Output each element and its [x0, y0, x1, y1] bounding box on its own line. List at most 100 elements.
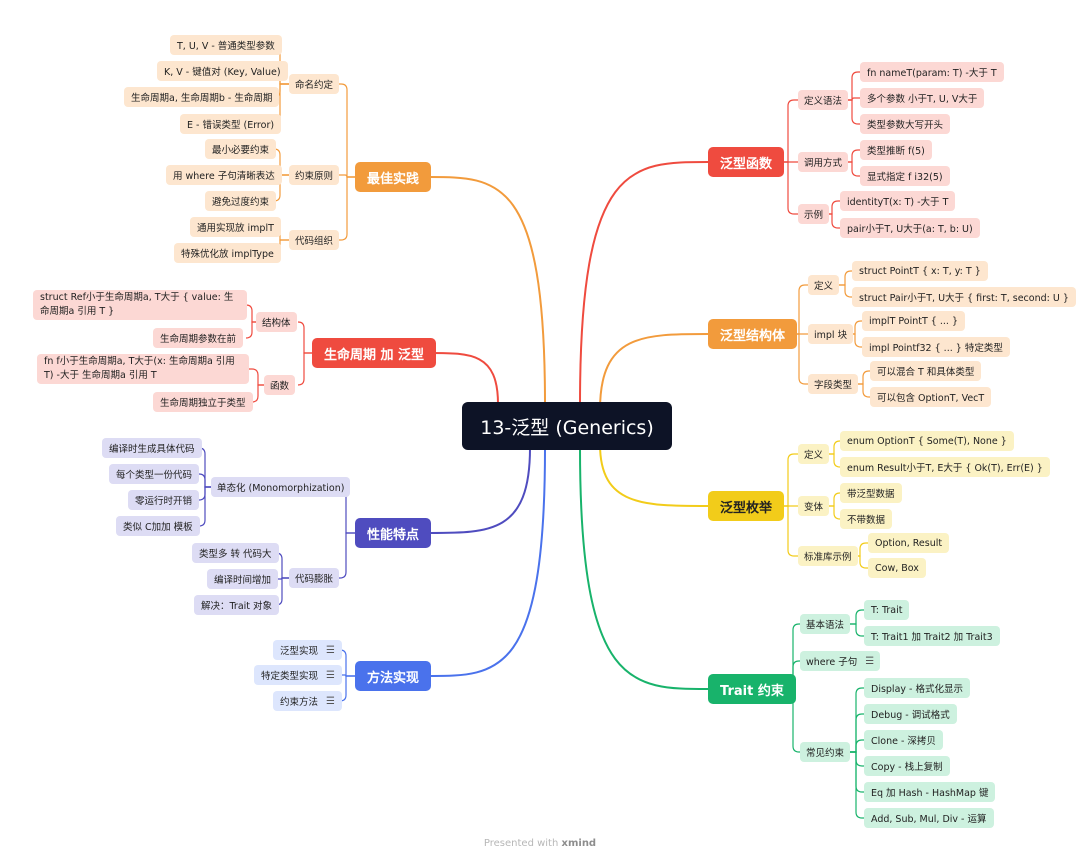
- branch-connector: [828, 453, 841, 468]
- subtopic-lifetime-function[interactable]: 函数: [264, 375, 296, 395]
- notes-icon[interactable]: ☰: [326, 695, 335, 707]
- leaf-specialized-impl[interactable]: 特殊优化放 implType: [174, 243, 281, 263]
- leaf-eq-hash[interactable]: Eq 加 Hash - HashMap 键: [864, 782, 996, 802]
- leaf-where-clarity[interactable]: 用 where 子句清晰表达: [166, 165, 282, 185]
- root-connector: [579, 447, 709, 690]
- leaf-struct-ref[interactable]: struct Ref小于生命周期a, T大于 { value: 生命周期a 引用…: [33, 290, 247, 320]
- branch-connector: [337, 176, 355, 241]
- leaf-identity-example[interactable]: identityT(x: T) -大于 T: [840, 191, 956, 211]
- leaf-minimal-bounds[interactable]: 最小必要约束: [205, 139, 277, 159]
- leaf-lifetime-independent[interactable]: 生命周期独立于类型: [153, 392, 253, 412]
- leaf-cpp-templates[interactable]: 类似 C加加 模板: [116, 516, 200, 536]
- leaf-compile-time-codegen[interactable]: 编译时生成具体代码: [102, 438, 202, 458]
- leaf-impl-point-f32[interactable]: impl Pointf32 { ... } 特定类型: [862, 337, 1010, 357]
- leaf-clone[interactable]: Clone - 深拷贝: [864, 730, 943, 750]
- branch-performance[interactable]: 性能特点: [355, 518, 432, 548]
- subtopic-common-bounds[interactable]: 常见约束: [800, 742, 851, 762]
- root-label: 13-泛型 (Generics): [480, 416, 654, 439]
- subtopic-impl-block[interactable]: impl 块: [808, 324, 854, 344]
- subtopic-code-organization[interactable]: 代码组织: [289, 230, 340, 250]
- leaf-zero-overhead[interactable]: 零运行时开销: [128, 490, 200, 510]
- leaf-multi-trait[interactable]: T: Trait1 加 Trait2 加 Trait3: [864, 626, 1000, 646]
- leaf-enum-option[interactable]: enum OptionT { Some(T), None }: [840, 431, 1014, 451]
- branch-connector: [848, 751, 864, 819]
- leaf-trait-objects[interactable]: 解决：Trait 对象: [194, 595, 280, 615]
- branch-connector: [852, 555, 868, 569]
- branch-generic-structs[interactable]: 泛型结构体: [708, 319, 798, 349]
- leaf-explicit-type[interactable]: 显式指定 f i32(5): [860, 166, 950, 186]
- leaf-generic-impl-method[interactable]: 泛型实现☰: [273, 640, 342, 660]
- branch-connector: [786, 688, 800, 753]
- leaf-pair-example[interactable]: pair小于T, U大于(a: T, b: U): [840, 218, 980, 238]
- branch-connector: [790, 284, 808, 335]
- branch-label: 泛型函数: [720, 156, 773, 172]
- leaf-struct-pair[interactable]: struct Pair小于T, U大于 { first: T, second: …: [852, 287, 1076, 307]
- root-topic[interactable]: 13-泛型 (Generics): [462, 402, 672, 450]
- leaf-more-types-bigger-code[interactable]: 类型多 转 代码大: [192, 543, 279, 563]
- subtopic-struct-definition[interactable]: 定义: [808, 275, 840, 295]
- leaf-code-per-type[interactable]: 每个类型一份代码: [109, 464, 200, 484]
- leaf-option-vec[interactable]: 可以包含 OptionT, VecT: [870, 387, 992, 407]
- branch-connector: [297, 321, 312, 354]
- subtopic-bound-principles[interactable]: 约束原则: [289, 165, 340, 185]
- leaf-arith-ops[interactable]: Add, Sub, Mul, Div - 运算: [864, 808, 994, 828]
- branch-connector: [848, 713, 864, 753]
- leaf-lifetime-first[interactable]: 生命周期参数在前: [153, 328, 244, 348]
- leaf-display[interactable]: Display - 格式化显示: [864, 678, 970, 698]
- subtopic-monomorphization[interactable]: 单态化 (Monomorphization): [211, 477, 351, 497]
- leaf-copy[interactable]: Copy - 栈上复制: [864, 756, 950, 776]
- subtopic-enum-definition[interactable]: 定义: [798, 444, 830, 464]
- leaf-option-result[interactable]: Option, Result: [868, 533, 950, 553]
- subtopic-std-examples[interactable]: 标准库示例: [798, 546, 858, 566]
- subtopic-code-bloat[interactable]: 代码膨胀: [289, 568, 340, 588]
- leaf-error-type[interactable]: E - 错误类型 (Error): [180, 114, 282, 134]
- subtopic-lifetime-struct[interactable]: 结构体: [256, 312, 297, 332]
- notes-icon[interactable]: ☰: [326, 669, 335, 681]
- leaf-enum-result[interactable]: enum Result小于T, E大于 { Ok(T), Err(E) }: [840, 457, 1050, 477]
- branch-method-impl[interactable]: 方法实现: [355, 661, 432, 691]
- subtopic-call-style[interactable]: 调用方式: [798, 152, 849, 172]
- branch-connector: [790, 333, 808, 385]
- branch-best-practices[interactable]: 最佳实践: [355, 162, 432, 192]
- leaf-avoid-over-bounds[interactable]: 避免过度约束: [205, 191, 277, 211]
- notes-icon[interactable]: ☰: [326, 644, 335, 656]
- leaf-debug[interactable]: Debug - 调试格式: [864, 704, 957, 724]
- branch-generic-functions[interactable]: 泛型函数: [708, 147, 785, 177]
- leaf-type-inference[interactable]: 类型推断 f(5): [860, 140, 932, 160]
- subtopic-where-clause[interactable]: where 子句☰: [800, 651, 881, 671]
- leaf-generic-impl[interactable]: 通用实现放 implT: [190, 217, 281, 237]
- subtopic-field-types[interactable]: 字段类型: [808, 374, 859, 394]
- leaf-with-generic-data[interactable]: 带泛型数据: [840, 483, 902, 503]
- leaf-impl-point[interactable]: implT PointT { ... }: [862, 311, 965, 331]
- subtopic-naming[interactable]: 命名约定: [289, 74, 340, 94]
- subtopic-definition-syntax[interactable]: 定义语法: [798, 90, 849, 110]
- branch-generic-enums[interactable]: 泛型枚举: [708, 491, 785, 521]
- leaf-struct-point[interactable]: struct PointT { x: T, y: T }: [852, 261, 988, 281]
- leaf-lifetime-names[interactable]: 生命周期a, 生命周期b - 生命周期: [124, 87, 280, 107]
- subtopic-basic-syntax[interactable]: 基本语法: [800, 614, 851, 634]
- branch-lifetimes-generics[interactable]: 生命周期 加 泛型: [312, 338, 437, 368]
- branch-connector: [822, 200, 840, 215]
- leaf-kv-params[interactable]: K, V - 键值对 (Key, Value): [157, 61, 288, 81]
- leaf-compile-time-grows[interactable]: 编译时间增加: [207, 569, 279, 589]
- branch-trait-bounds[interactable]: Trait 约束: [708, 674, 796, 704]
- branch-connector: [822, 213, 840, 229]
- leaf-uppercase-params[interactable]: 类型参数大写开头: [860, 114, 951, 134]
- notes-icon[interactable]: ☰: [865, 655, 875, 667]
- leaf-fn-lifetime[interactable]: fn f小于生命周期a, T大于(x: 生命周期a 引用 T) -大于 生命周期…: [37, 354, 249, 384]
- root-connector: [429, 447, 531, 534]
- leaf-tuv-params[interactable]: T, U, V - 普通类型参数: [170, 35, 282, 55]
- subtopic-variants[interactable]: 变体: [798, 496, 830, 516]
- leaf-without-data[interactable]: 不带数据: [840, 509, 893, 529]
- leaf-mixed-types[interactable]: 可以混合 T 和具体类型: [870, 361, 982, 381]
- leaf-specific-type-impl[interactable]: 特定类型实现☰: [254, 665, 342, 685]
- branch-connector: [245, 304, 256, 323]
- leaf-fn-signature[interactable]: fn nameT(param: T) -大于 T: [860, 62, 1004, 82]
- leaf-t-trait[interactable]: T: Trait: [864, 600, 910, 620]
- leaf-cow-box[interactable]: Cow, Box: [868, 558, 926, 578]
- leaf-bound-methods[interactable]: 约束方法☰: [273, 691, 342, 711]
- branch-connector: [848, 739, 864, 753]
- branch-connector: [786, 660, 800, 690]
- subtopic-examples[interactable]: 示例: [798, 204, 830, 224]
- leaf-multiple-params[interactable]: 多个参数 小于T, U, V大于: [860, 88, 985, 108]
